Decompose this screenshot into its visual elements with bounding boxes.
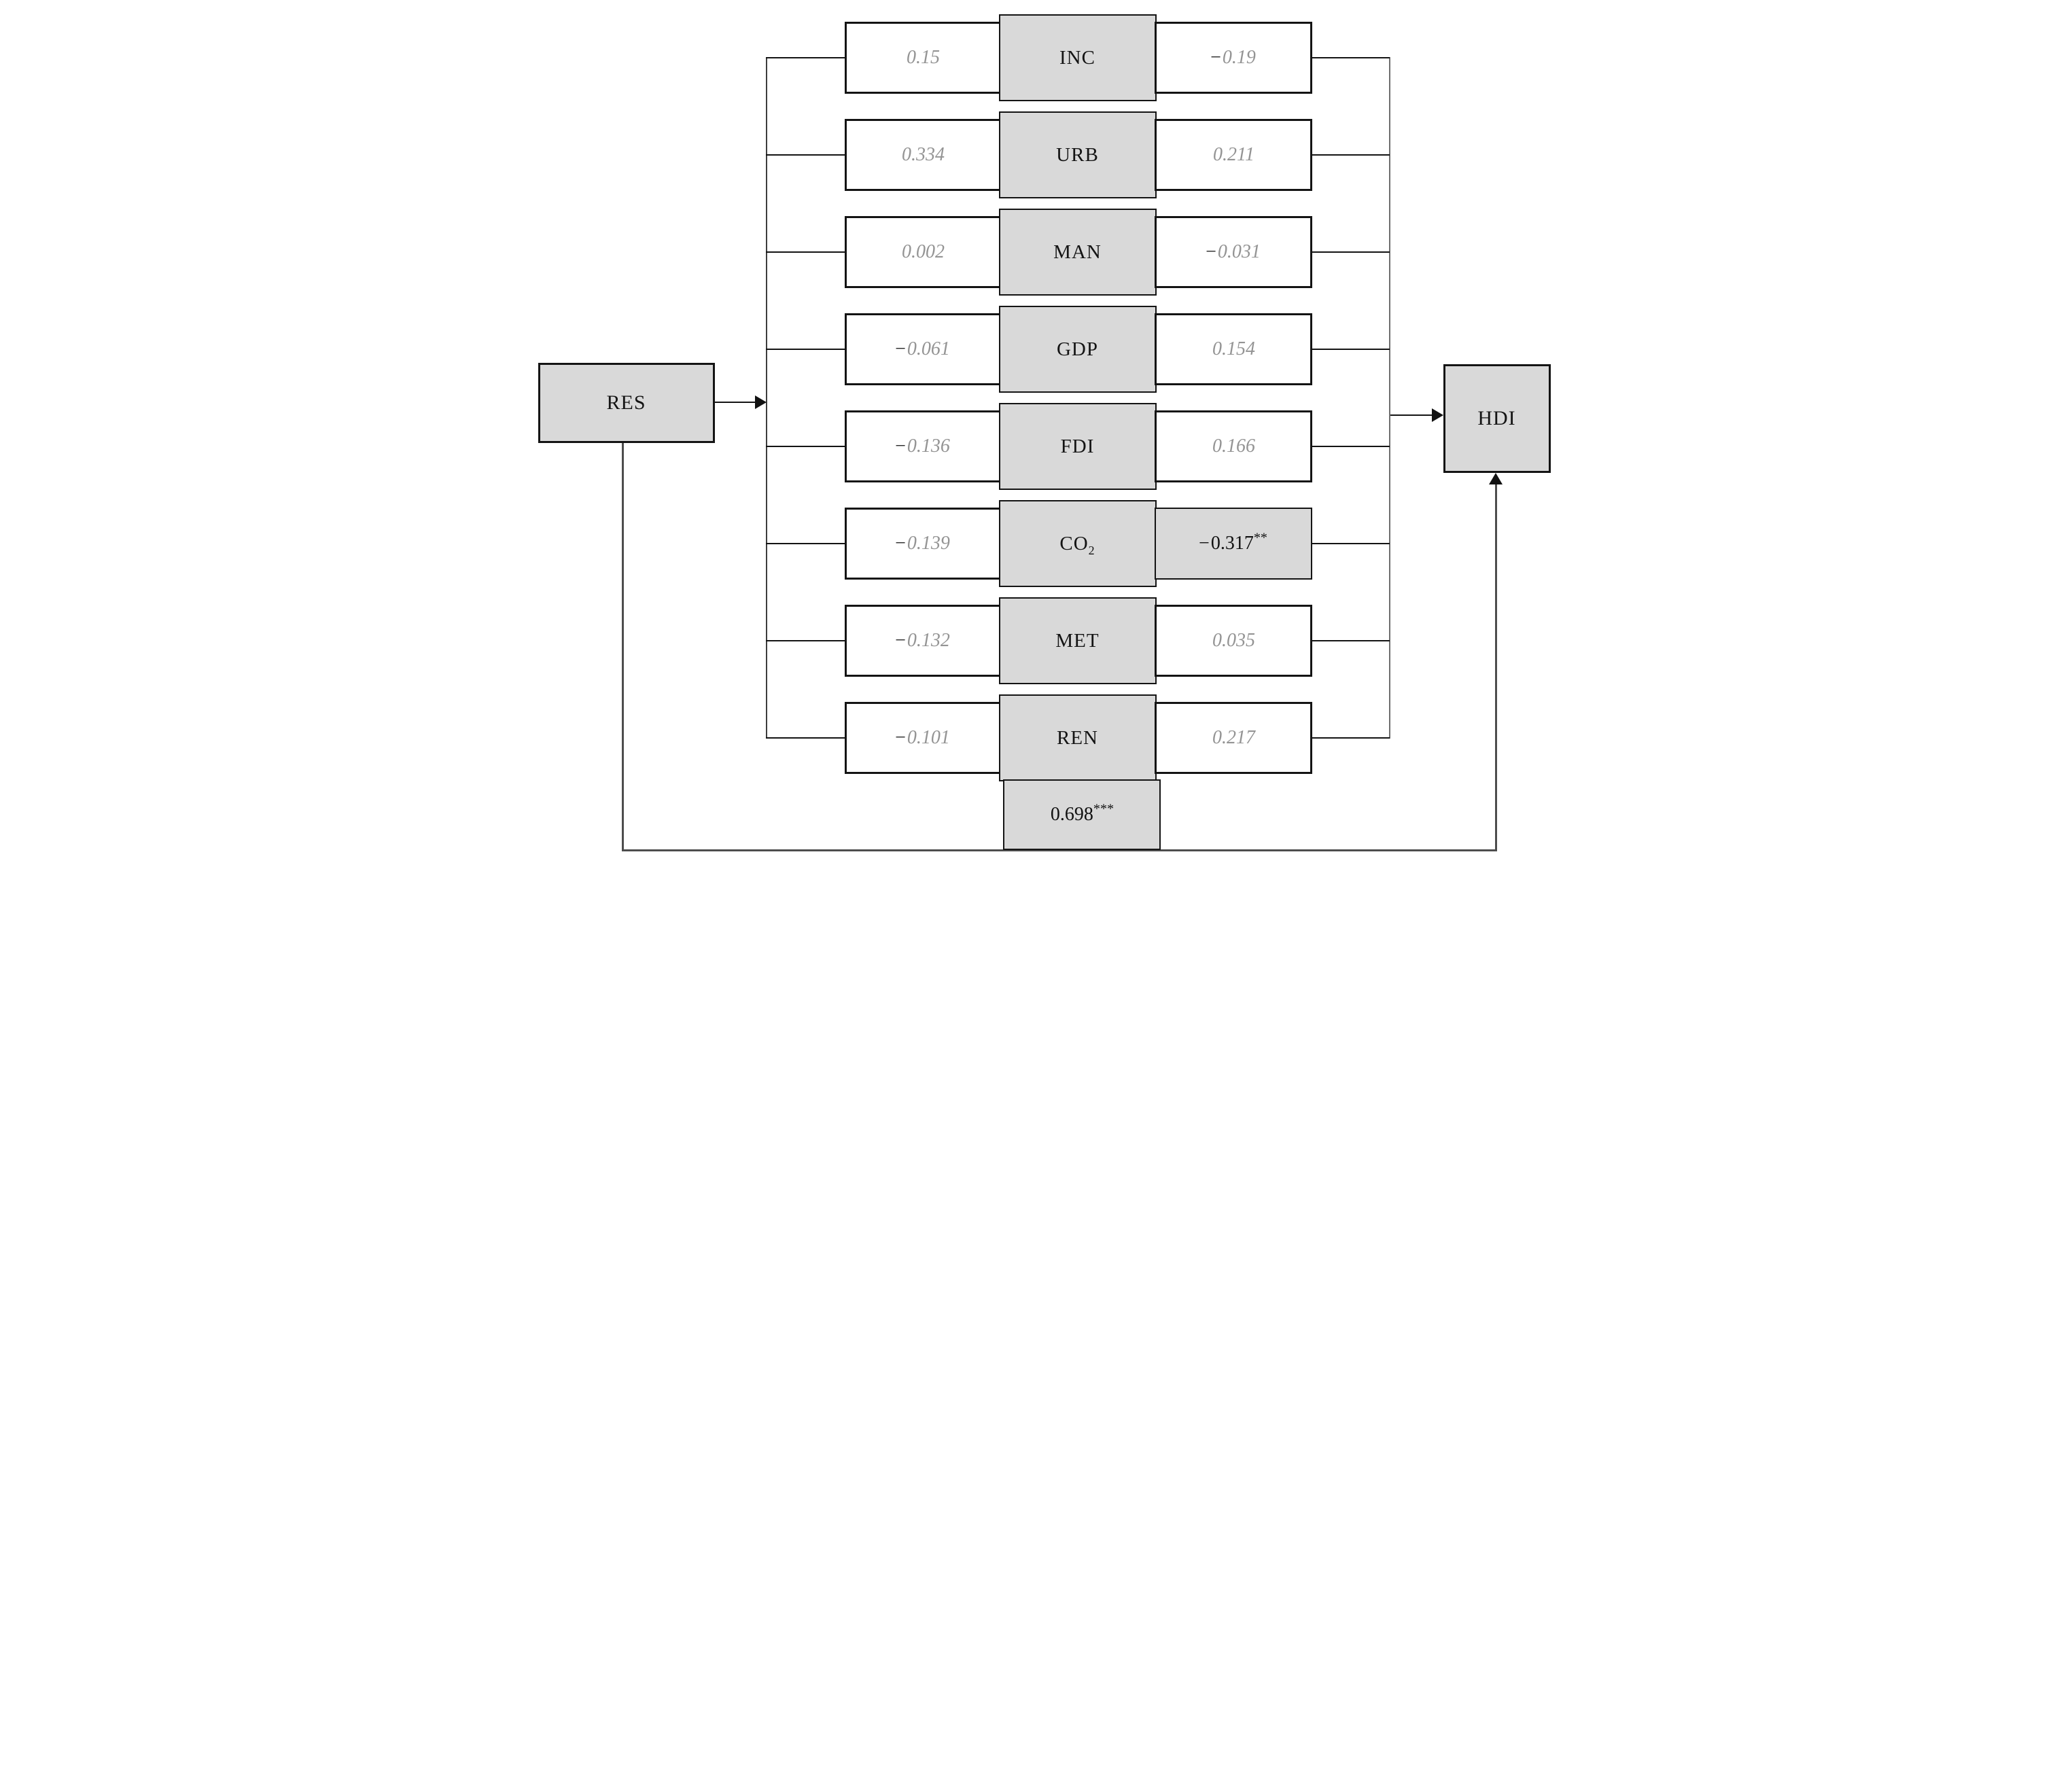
mediator-label: GDP bbox=[1056, 338, 1098, 360]
left-coefficient-box-urb: 0.334 bbox=[844, 119, 1001, 191]
left-stub-line bbox=[765, 251, 845, 253]
right-coefficient-box-fdi: 0.166 bbox=[1154, 410, 1312, 482]
right-coefficient-box-inc: −0.19 bbox=[1154, 22, 1312, 94]
coefficient-value: 0.101 bbox=[907, 727, 950, 748]
direct-path-left-vertical-line bbox=[621, 443, 624, 851]
hdi-node: HDI bbox=[1443, 364, 1551, 473]
coefficient-value: 0.317 bbox=[1210, 533, 1254, 554]
mediator-box-man: MAN bbox=[998, 209, 1157, 296]
left-coefficient-box-man: 0.002 bbox=[844, 216, 1001, 288]
mediator-box-gdp: GDP bbox=[998, 306, 1157, 393]
direct-path-bottom-line bbox=[621, 849, 1497, 851]
direct-effect-box: 0.698*** bbox=[1002, 779, 1161, 850]
right-stub-line bbox=[1310, 251, 1390, 253]
left-stub-line bbox=[765, 57, 845, 58]
right-coefficient-box-gdp: 0.154 bbox=[1154, 313, 1312, 385]
coefficient-value: 0.061 bbox=[907, 338, 950, 359]
mediator-label: REN bbox=[1057, 726, 1098, 749]
left-spine-line bbox=[765, 57, 767, 739]
coefficient-sign: − bbox=[895, 338, 906, 359]
coefficient-sign: − bbox=[1206, 241, 1216, 262]
right-coefficient-box-met: 0.035 bbox=[1154, 605, 1312, 677]
right-stub-line bbox=[1310, 446, 1390, 447]
res-arrow-line bbox=[714, 402, 757, 403]
right-stub-line bbox=[1310, 349, 1390, 350]
left-coefficient-box-gdp: −0.061 bbox=[844, 313, 1001, 385]
direct-path-arrowhead-icon bbox=[1488, 473, 1503, 484]
right-stub-line bbox=[1310, 640, 1390, 641]
coefficient-value: 0.136 bbox=[907, 436, 950, 457]
right-coefficient-box-co2-significant: −0.317** bbox=[1154, 508, 1312, 580]
right-stub-line bbox=[1310, 57, 1390, 58]
right-coefficient-box-urb: 0.211 bbox=[1154, 119, 1312, 191]
coefficient-value: 0.15 bbox=[907, 47, 940, 68]
left-stub-line bbox=[765, 154, 845, 156]
right-spine-line bbox=[1388, 57, 1390, 739]
mediator-label: FDI bbox=[1060, 435, 1095, 457]
left-stub-line bbox=[765, 737, 845, 739]
right-coefficient-box-man: −0.031 bbox=[1154, 216, 1312, 288]
mediator-label: URB bbox=[1056, 143, 1099, 166]
left-stub-line bbox=[765, 349, 845, 350]
direct-path-right-vertical-line bbox=[1494, 483, 1497, 851]
coefficient-value: 0.132 bbox=[907, 630, 950, 651]
right-coefficient-box-ren: 0.217 bbox=[1154, 702, 1312, 774]
left-stub-line bbox=[765, 446, 845, 447]
coefficient-value: 0.334 bbox=[902, 144, 945, 165]
right-stub-line bbox=[1310, 154, 1390, 156]
hdi-node-label: HDI bbox=[1477, 407, 1516, 429]
significance-stars: ** bbox=[1253, 530, 1267, 546]
mediator-box-inc: INC bbox=[998, 14, 1157, 101]
coefficient-sign: − bbox=[1210, 47, 1221, 68]
mediator-label-subscript: 2 bbox=[1088, 543, 1095, 557]
mediator-label: CO bbox=[1059, 532, 1089, 554]
left-coefficient-box-fdi: −0.136 bbox=[844, 410, 1001, 482]
coefficient-value: 0.217 bbox=[1212, 727, 1255, 748]
left-coefficient-box-ren: −0.101 bbox=[844, 702, 1001, 774]
coefficient-value: 0.154 bbox=[1212, 338, 1255, 359]
mediator-box-ren: REN bbox=[998, 694, 1157, 781]
mediator-label: INC bbox=[1059, 46, 1095, 69]
significance-stars: *** bbox=[1093, 801, 1114, 817]
right-stub-line bbox=[1310, 737, 1390, 739]
coefficient-value: 0.139 bbox=[907, 533, 950, 554]
hdi-arrowhead-icon bbox=[1431, 408, 1443, 422]
res-node-label: RES bbox=[606, 391, 646, 414]
coefficient-value: 0.002 bbox=[902, 241, 945, 262]
mediator-box-met: MET bbox=[998, 597, 1157, 684]
coefficient-sign: − bbox=[895, 630, 906, 651]
mediator-box-urb: URB bbox=[998, 111, 1157, 198]
coefficient-value: 0.211 bbox=[1213, 144, 1254, 165]
left-coefficient-box-met: −0.132 bbox=[844, 605, 1001, 677]
res-arrowhead-icon bbox=[754, 395, 767, 409]
path-diagram: RES HDI 0.15 INC −0.19 0.334 URB 0.211 0… bbox=[518, 0, 1554, 884]
mediator-box-co2: CO2 bbox=[998, 500, 1157, 587]
coefficient-sign: − bbox=[895, 533, 906, 554]
coefficient-value: 0.035 bbox=[1212, 630, 1255, 651]
mediator-label: MAN bbox=[1053, 241, 1102, 263]
right-stub-line bbox=[1310, 543, 1390, 544]
mediator-label: MET bbox=[1055, 629, 1100, 652]
coefficient-sign: − bbox=[1199, 533, 1210, 554]
hdi-arrow-line bbox=[1390, 414, 1433, 416]
coefficient-value: 0.031 bbox=[1217, 241, 1261, 262]
coefficient-value: 0.166 bbox=[1212, 436, 1255, 457]
mediator-box-fdi: FDI bbox=[998, 403, 1157, 490]
left-coefficient-box-inc: 0.15 bbox=[844, 22, 1001, 94]
coefficient-value: 0.698 bbox=[1050, 804, 1093, 825]
res-node: RES bbox=[538, 363, 715, 443]
coefficient-value: 0.19 bbox=[1222, 47, 1256, 68]
left-coefficient-box-co2: −0.139 bbox=[844, 508, 1001, 580]
coefficient-sign: − bbox=[895, 436, 906, 457]
coefficient-sign: − bbox=[895, 727, 906, 748]
left-stub-line bbox=[765, 640, 845, 641]
left-stub-line bbox=[765, 543, 845, 544]
